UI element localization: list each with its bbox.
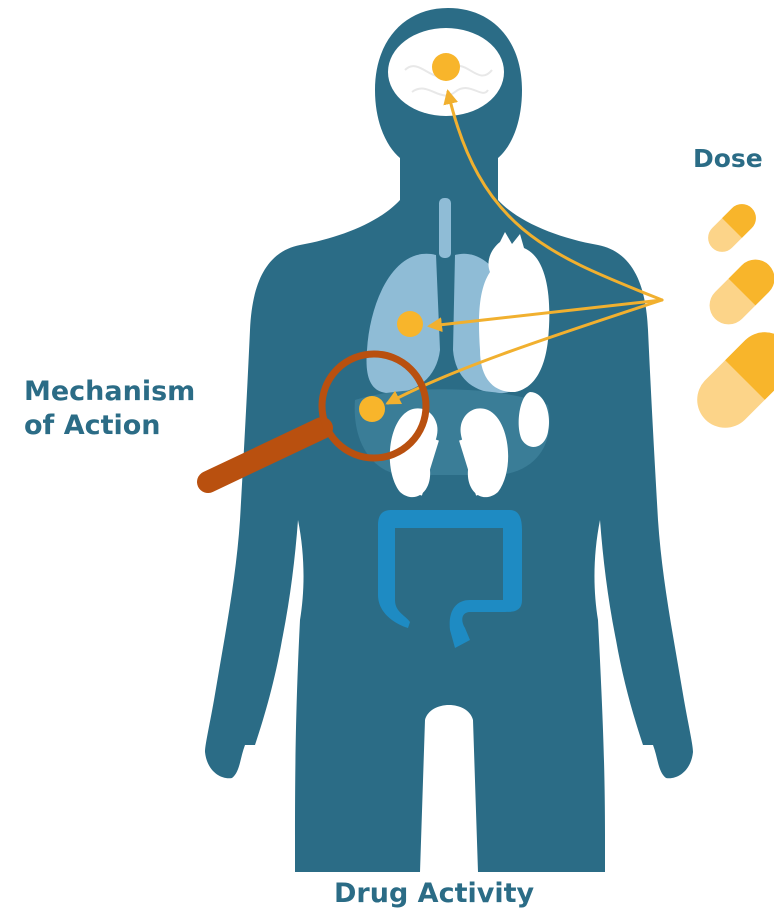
brain-target-dot — [432, 53, 460, 81]
drug-activity-label: Drug Activity — [334, 878, 534, 909]
pill-icon — [702, 252, 774, 333]
pill-icon — [702, 198, 761, 257]
mechanism-of-action-label: Mechanism of Action — [24, 375, 195, 443]
abdomen-target-dot — [359, 396, 385, 422]
mechanism-label-line1: Mechanism — [24, 375, 195, 409]
lung-target-dot — [397, 311, 423, 337]
pill-icon — [686, 321, 774, 440]
mechanism-label-line2: of Action — [24, 409, 195, 443]
dose-label: Dose — [693, 144, 763, 173]
trachea — [439, 198, 451, 258]
